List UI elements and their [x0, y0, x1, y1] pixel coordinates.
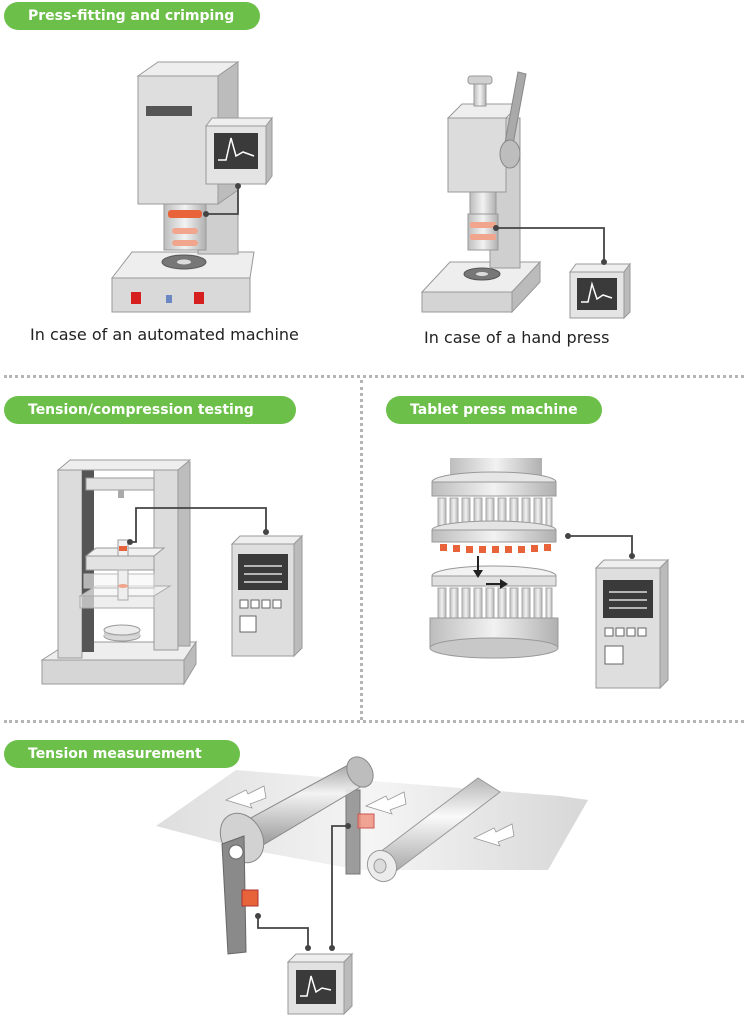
indicator-lamp-red-right — [194, 292, 204, 304]
tension-compression-tester — [40, 459, 304, 686]
tension-measurement-rollers — [156, 756, 588, 1015]
section-title-tablet-press: Tablet press machine — [386, 396, 602, 424]
load-cell-icon — [357, 813, 375, 829]
load-cell-icon — [168, 210, 202, 218]
section-title-tension-measurement: Tension measurement — [4, 740, 240, 768]
flow-arrow-icon — [224, 785, 267, 809]
caption-hand-press: In case of a hand press — [424, 328, 610, 347]
hand-press-machine — [420, 71, 631, 320]
waveform-monitor-icon — [577, 278, 617, 310]
caption-automated-machine: In case of an automated machine — [30, 325, 299, 344]
load-cell-icon — [241, 889, 259, 907]
section-title-tension-compression: Tension/compression testing — [4, 396, 296, 424]
flow-arrow-icon — [364, 791, 407, 815]
indicator-panel-icon — [238, 554, 288, 590]
waveform-monitor-icon — [296, 970, 336, 1004]
waveform-monitor-icon — [214, 133, 258, 169]
indicator-lamp-red-left — [131, 292, 141, 304]
indicator-panel-icon — [603, 580, 653, 618]
divider-bottom — [4, 720, 744, 723]
automated-press-machine — [110, 61, 273, 313]
section-title-press-fitting: Press-fitting and crimping — [4, 2, 260, 30]
flow-arrow-icon — [472, 823, 515, 847]
divider-middle-vertical — [360, 380, 363, 720]
divider-top — [4, 375, 744, 378]
tablet-press-machine — [429, 458, 670, 690]
